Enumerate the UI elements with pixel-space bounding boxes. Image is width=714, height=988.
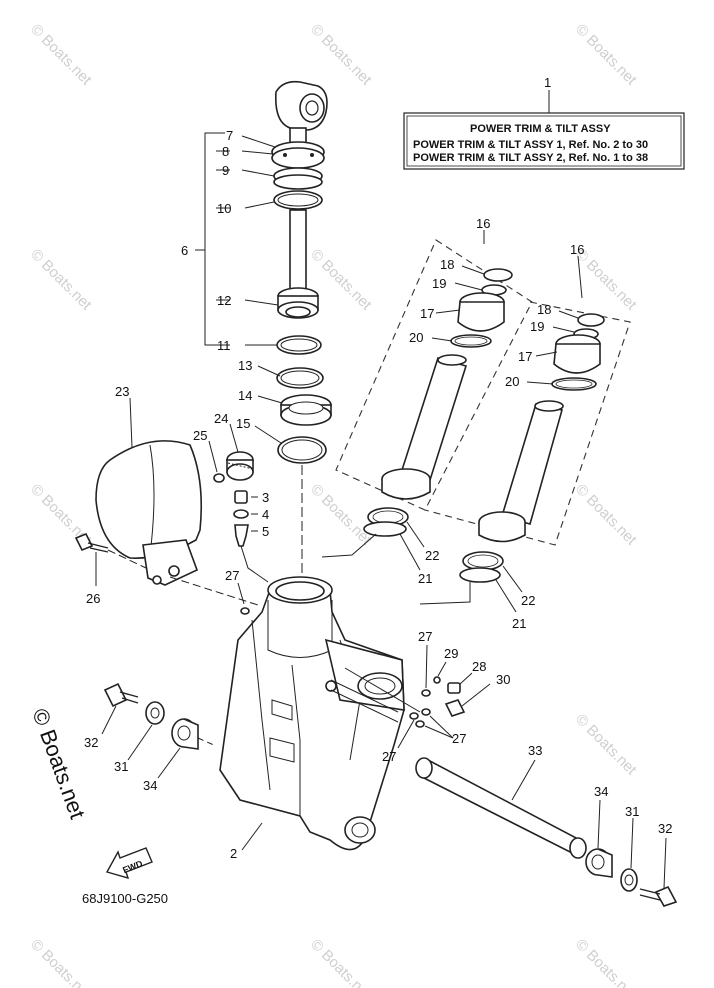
callout-8: 8: [222, 144, 229, 159]
callout-10: 10: [217, 201, 231, 216]
callouts: 2 3 4 5 6 7 8 9 10 11 12 13 14 15 16 16 …: [84, 128, 672, 861]
valve-parts: [233, 490, 269, 615]
callout-21: 21: [418, 571, 432, 586]
callout-13: 13: [238, 358, 252, 373]
watermark: © Boats.net: [27, 21, 95, 89]
watermark: © Boats.net: [307, 21, 375, 89]
callout-16: 16: [570, 242, 584, 257]
callout-17: 17: [420, 306, 434, 321]
callout-20: 20: [505, 374, 519, 389]
watermark: © Boats.net: [307, 481, 375, 549]
callout-27: 27: [225, 568, 239, 583]
callout-25: 25: [193, 428, 207, 443]
callout-17: 17: [518, 349, 532, 364]
callout-21: 21: [512, 616, 526, 631]
callout-1: 1: [544, 75, 551, 90]
callout-14: 14: [238, 388, 252, 403]
callout-28: 28: [472, 659, 486, 674]
callout-9: 9: [222, 163, 229, 178]
watermark: © Boats.net: [27, 936, 95, 988]
diagram-code: 68J9100-G250: [82, 891, 168, 906]
callout-3: 3: [262, 490, 269, 505]
callout-33: 33: [528, 743, 542, 758]
title-box-line-1: POWER TRIM & TILT ASSY 1, Ref. No. 2 to …: [413, 139, 648, 151]
trim-cylinder-group: [321, 230, 631, 613]
watermark: © Boats.net: [307, 936, 375, 988]
callout-20: 20: [409, 330, 423, 345]
watermark: © Boats.net: [572, 481, 640, 549]
callout-16: 16: [476, 216, 490, 231]
side-copyright-mark: © Boats.net: [27, 705, 90, 822]
callout-6: 6: [181, 243, 188, 258]
callout-30: 30: [496, 672, 510, 687]
callout-34: 34: [143, 778, 157, 793]
callout-7: 7: [226, 128, 233, 143]
callout-24: 24: [214, 411, 228, 426]
callout-11: 11: [217, 338, 231, 353]
callout-27: 27: [382, 749, 396, 764]
title-box: 1 POWER TRIM & TILT ASSY POWER TRIM & TI…: [403, 75, 685, 170]
callout-19: 19: [432, 276, 446, 291]
motor-group: [74, 397, 259, 606]
bracket-body: [219, 576, 491, 851]
callout-19: 19: [530, 319, 544, 334]
callout-27: 27: [452, 731, 466, 746]
callout-32: 32: [658, 821, 672, 836]
callout-22: 22: [521, 593, 535, 608]
watermark: © Boats.net: [572, 711, 640, 779]
tilt-cylinder-group: [195, 80, 332, 590]
title-box-heading: POWER TRIM & TILT ASSY: [470, 123, 611, 135]
fwd-arrow: FWD: [105, 847, 153, 880]
shaft-group: [101, 682, 678, 907]
callout-15: 15: [236, 416, 250, 431]
callout-18: 18: [440, 257, 454, 272]
watermark: © Boats.net: [572, 21, 640, 89]
callout-34: 34: [594, 784, 608, 799]
callout-26: 26: [86, 591, 100, 606]
callout-2: 2: [230, 846, 237, 861]
callout-32: 32: [84, 735, 98, 750]
watermark: © Boats.net: [27, 246, 95, 314]
watermark: © Boats.net: [572, 936, 640, 988]
callout-29: 29: [444, 646, 458, 661]
callout-31: 31: [625, 804, 639, 819]
callout-4: 4: [262, 507, 269, 522]
callout-27: 27: [418, 629, 432, 644]
callout-31: 31: [114, 759, 128, 774]
title-box-line-2: POWER TRIM & TILT ASSY 2, Ref. No. 1 to …: [413, 152, 648, 164]
callout-23: 23: [115, 384, 129, 399]
callout-5: 5: [262, 524, 269, 539]
callout-22: 22: [425, 548, 439, 563]
callout-18: 18: [537, 302, 551, 317]
callout-12: 12: [217, 293, 231, 308]
